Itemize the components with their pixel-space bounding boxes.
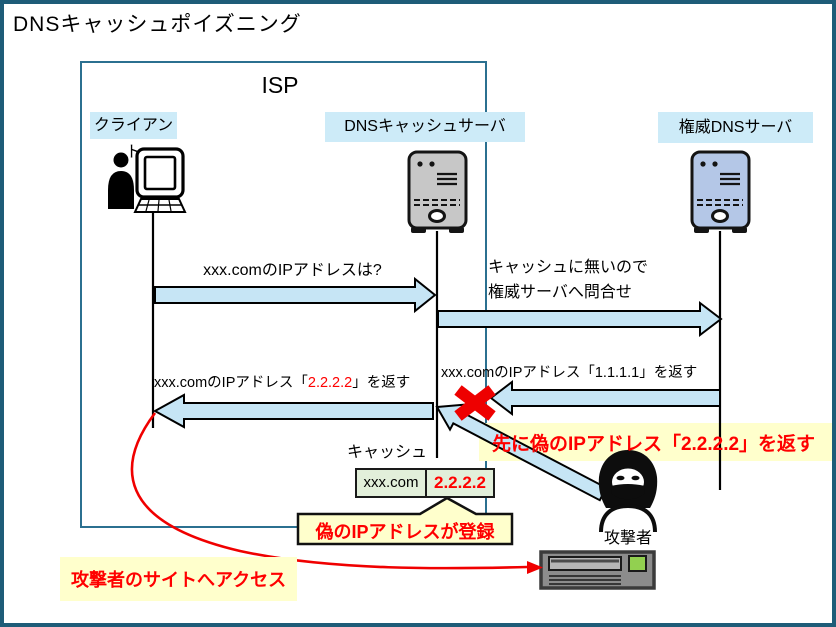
fake-reply-ip: 2.2.2.2 xyxy=(307,375,353,391)
actor-label-cache-server: DNSキャッシュサーバ xyxy=(325,112,525,142)
fake-reply-suffix: 」を返す xyxy=(352,375,411,391)
cache-entry-domain: xxx.com xyxy=(355,468,427,498)
attacker-server-icon xyxy=(539,550,656,590)
attacker-label: 攻撃者 xyxy=(603,530,652,547)
auth-server-icon xyxy=(690,150,751,233)
auth-reply-arrow xyxy=(489,379,721,417)
forward-message-line2: 権威サーバへ問合せ xyxy=(488,284,632,301)
cache-title: キャッシュ xyxy=(347,444,428,461)
actor-label-auth-server: 権威DNSサーバ xyxy=(658,112,813,143)
attacker-icon xyxy=(598,450,658,533)
fake-reply-prefix: xxx.comのIPアドレス「 xyxy=(154,375,308,391)
page-title: DNSキャッシュポイズニング xyxy=(13,13,302,36)
forward-message-line1: キャッシュに無いので xyxy=(488,259,649,276)
access-note: 攻撃者のサイトへアクセス xyxy=(60,557,298,601)
callout-text: 偽のIPアドレスが登録 xyxy=(315,522,495,542)
cache-entry-ip: 2.2.2.2 xyxy=(427,468,495,498)
forward-message-label: キャッシュに無いので 権威サーバへ問合せ xyxy=(488,255,648,305)
actor-label-client: クライアント xyxy=(90,112,177,161)
fake-reply-label: xxx.comのIPアドレス「2.2.2.2」を返す xyxy=(154,371,410,392)
attacker-banner-text: 先に偽のIPアドレス「2.2.2.2」を返す xyxy=(492,434,816,455)
cache-table: xxx.com 2.2.2.2 xyxy=(355,468,495,498)
isp-label: ISP xyxy=(261,72,299,98)
auth-reply-label: xxx.comのIPアドレス「1.1.1.1」を返す xyxy=(441,365,698,381)
query-message-label: xxx.comのIPアドレスは? xyxy=(203,262,382,279)
